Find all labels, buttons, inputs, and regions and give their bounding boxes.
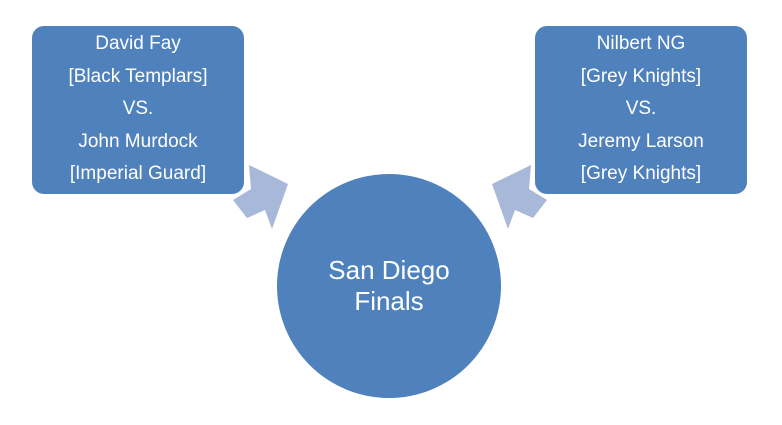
right-faction-2: [Grey Knights]	[580, 163, 702, 184]
right-player-2: Jeremy Larson	[578, 130, 704, 152]
finals-title-line-2: Finals	[354, 286, 424, 316]
right-versus: VS.	[625, 98, 657, 119]
right-arrow	[492, 165, 547, 229]
finals-title-line-1: San Diego	[328, 255, 450, 285]
left-faction-2: [Imperial Guard]	[69, 163, 207, 184]
right-player-1: Nilbert NG	[596, 33, 686, 54]
left-player-2: John Murdock	[78, 130, 198, 152]
right-match-box: Nilbert NG [Grey Knights] VS. Jeremy Lar…	[535, 26, 747, 194]
left-arrow	[233, 165, 288, 229]
finals-circle: San Diego Finals	[277, 174, 501, 398]
left-faction-1: [Black Templars]	[68, 65, 208, 87]
left-versus: VS.	[122, 98, 154, 119]
left-player-1: David Fay	[95, 33, 181, 54]
right-faction-1: [Grey Knights]	[580, 65, 702, 87]
left-match-box: David Fay [Black Templars] VS. John Murd…	[32, 26, 244, 194]
